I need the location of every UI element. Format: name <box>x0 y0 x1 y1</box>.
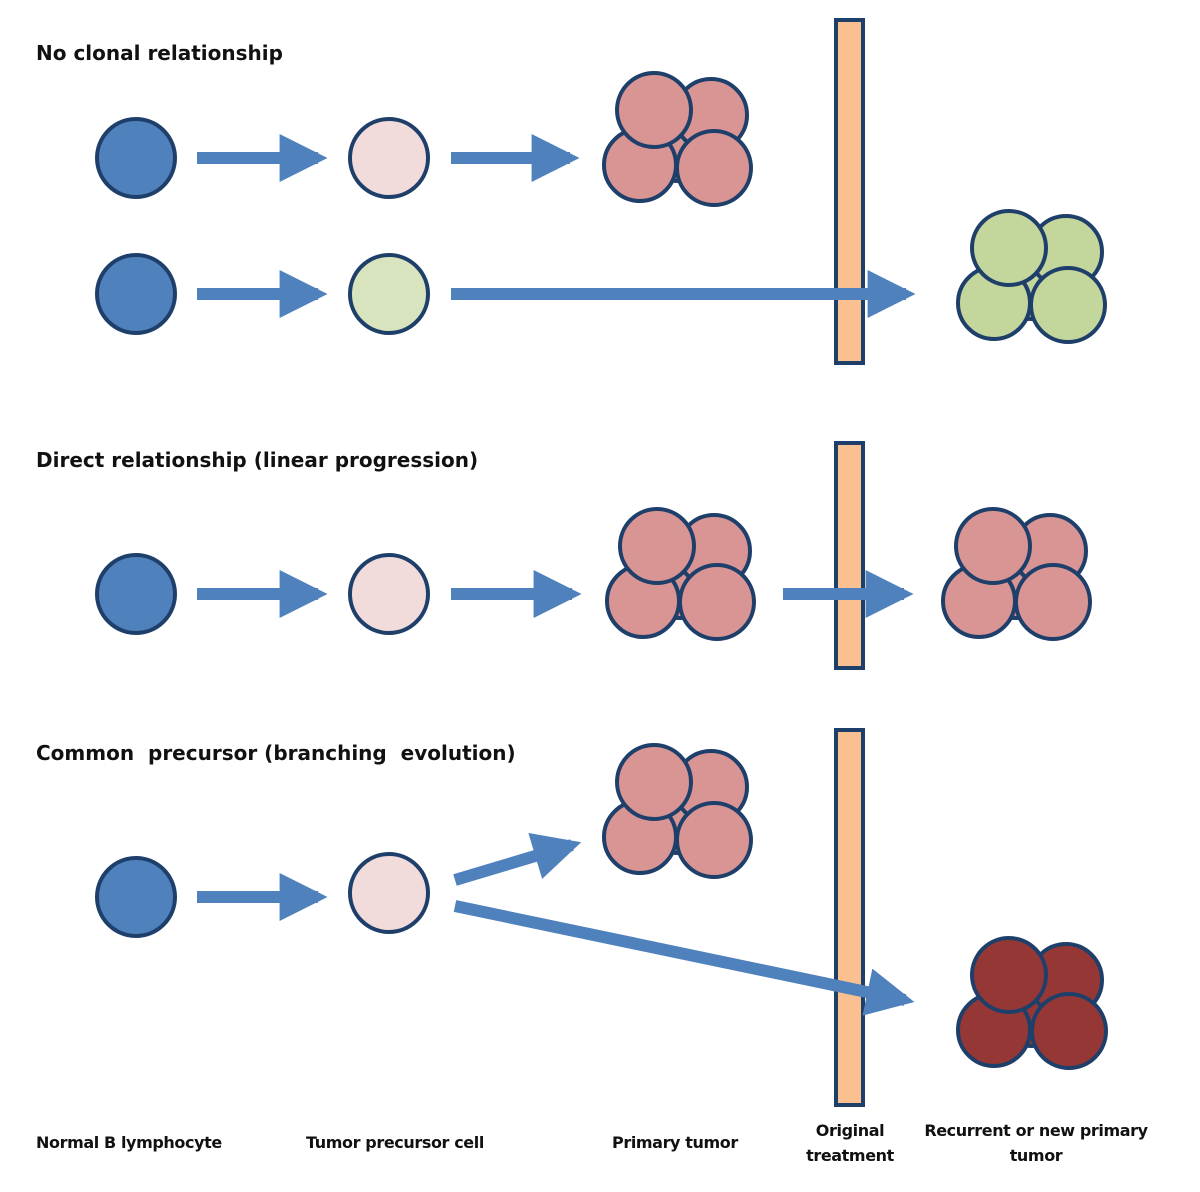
arrow-branch-down <box>453 900 915 1016</box>
label-original-treatment-line2: treatment <box>806 1146 895 1165</box>
normal-b-lymphocyte-cell <box>95 553 177 635</box>
normal-b-lymphocyte-cell <box>95 117 177 199</box>
normal-b-lymphocyte-cell <box>95 856 177 938</box>
section-title-common-precursor: Common precursor (branching evolution) <box>36 741 516 765</box>
treatment-bar-section-2 <box>834 441 865 670</box>
label-normal-b-lymphocyte: Normal B lymphocyte <box>36 1133 222 1152</box>
treatment-bar-section-1 <box>834 18 865 365</box>
label-recurrent-tumor-line1: Recurrent or new primary <box>924 1121 1148 1140</box>
tumor-precursor-cell <box>348 553 430 635</box>
treatment-bar-section-3 <box>834 728 865 1107</box>
label-tumor-precursor-cell: Tumor precursor cell <box>306 1133 484 1152</box>
label-primary-tumor: Primary tumor <box>612 1133 738 1152</box>
tumor-precursor-cell <box>348 117 430 199</box>
primary-tumor-cluster <box>602 71 753 207</box>
primary-tumor-cluster <box>602 743 753 879</box>
label-original-treatment-line1: Original <box>816 1121 884 1140</box>
arrow-branch-up <box>453 833 582 886</box>
primary-tumor-cluster <box>605 507 756 641</box>
new-primary-tumor-cluster-green <box>956 209 1107 344</box>
new-primary-tumor-cluster-dark-red <box>956 936 1108 1070</box>
recurrent-tumor-cluster <box>941 507 1092 641</box>
section-title-no-clonal: No clonal relationship <box>36 41 283 65</box>
tumor-precursor-cell-green <box>348 253 430 335</box>
label-recurrent-tumor-line2: tumor <box>1010 1146 1063 1165</box>
normal-b-lymphocyte-cell <box>95 253 177 335</box>
section-title-direct: Direct relationship (linear progression) <box>36 448 478 472</box>
tumor-precursor-cell <box>348 852 430 934</box>
